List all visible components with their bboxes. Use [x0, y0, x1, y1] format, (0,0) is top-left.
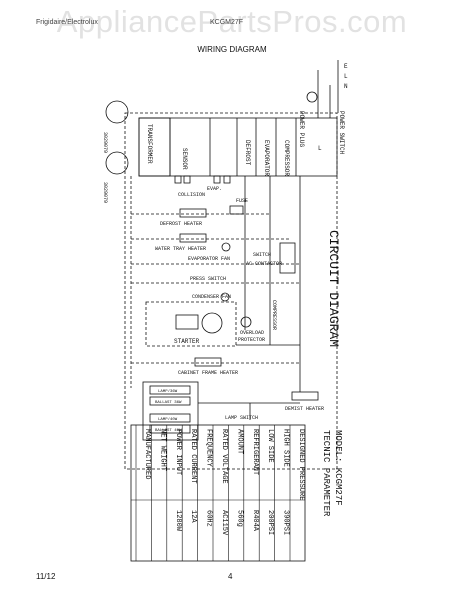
header-brand: Frigidaire/Electrolux	[36, 19, 98, 26]
param-row-value: 390PSI	[282, 510, 290, 535]
compressor-motor-label: COMPRESSOR	[271, 300, 277, 330]
compressor-label: COMPRESSOR	[283, 140, 290, 176]
param-row-label: FREQUENCY	[205, 429, 213, 468]
compressor-motor-icon	[201, 312, 223, 334]
collision-label: COLLISION	[178, 192, 205, 198]
cert-code: 3029079	[102, 182, 108, 203]
watermark: AppliancePartsPros.com	[56, 4, 408, 39]
controller-module	[138, 117, 338, 177]
defrost-label: DEFROST	[244, 140, 251, 166]
transformer-label: TRANSFORMER	[146, 124, 153, 164]
demist-heater-label: DEMIST HEATER	[285, 406, 324, 412]
param-row-value: 200PSI	[266, 510, 274, 535]
param-row-label: AMOUNT	[235, 429, 243, 454]
cabinet-frame-heater-label: CABINET FRAME HEATER	[178, 370, 238, 376]
param-row-label: NET WEIGHT	[158, 429, 166, 471]
water-tray-heater	[179, 233, 207, 243]
fuse	[229, 205, 244, 215]
model-line: MODEL: KCGM27F	[333, 430, 343, 506]
page-title: WIRING DIAGRAM	[197, 45, 267, 54]
param-row-value: 60Hz	[205, 510, 213, 527]
ballast-40w-label: BALLAST 40W	[155, 429, 182, 433]
footer-date: 11/12	[36, 572, 56, 581]
param-row-label: POWER INPUT	[174, 429, 182, 475]
param-row-label: MANUFACTURED	[143, 429, 151, 479]
condenser-fan-icon	[220, 292, 230, 302]
etl-badge-icon	[105, 151, 129, 175]
starter-label: STARTER	[174, 338, 200, 345]
ac-contactor	[279, 242, 296, 274]
footer-page: 4	[228, 572, 233, 581]
power-plug-icon	[306, 91, 318, 103]
param-row-value: AC115V	[220, 510, 228, 536]
parameter-table	[130, 424, 306, 562]
circuit-diagram-heading: CIRCUIT DIAGRAM	[326, 230, 341, 347]
condenser-fan-label: CONDENSER FAN	[192, 294, 231, 300]
demist-heater	[291, 391, 319, 401]
ac-contactor-label: AC CONTACTOR	[246, 261, 282, 267]
lamp-36w-label: LAMP/36W	[158, 389, 178, 394]
cert-code: 3029079	[102, 132, 108, 153]
circuit-frame	[124, 112, 338, 470]
power-l-label: L	[344, 73, 348, 80]
protector-label: PROTECTOR	[238, 337, 265, 343]
header-model: KCGM27F	[210, 19, 244, 26]
lamp-40w-label: LAMP/40W	[158, 417, 178, 422]
param-row-label: DESIGNED PRESSURE	[297, 429, 305, 500]
transformer-block	[138, 117, 171, 177]
evaporator-fan-icon	[221, 242, 231, 252]
power-e-label: E	[344, 63, 348, 70]
param-row-label: RATED VOLTAGE	[220, 429, 228, 484]
cabinet-frame-heater	[194, 357, 222, 367]
evaporator-label: EVAPORATOR	[263, 140, 270, 176]
power-plug-label: POWER PLUG	[298, 111, 305, 147]
param-row-label: LOW SIDE	[266, 429, 274, 463]
compressor-assembly	[145, 301, 237, 347]
lamp-ballast-group	[142, 381, 199, 441]
evaporator-fan-label: EVAPORATOR FAN	[188, 256, 230, 262]
ballast-36w-label: BALLAST 36W	[155, 401, 182, 405]
sensor-label: SENSOR	[181, 148, 188, 170]
overload-label: OVERLOAD	[240, 330, 264, 336]
line-label: L	[318, 145, 322, 152]
param-row-label: REFRIGERANT	[251, 429, 259, 475]
press-switch-label: PRESS SWITCH	[190, 276, 226, 282]
param-row-value: 1280W	[174, 510, 182, 532]
power-switch-label: POWER SWITCH	[338, 111, 345, 155]
param-row-value: R404A	[251, 510, 259, 532]
defrost-heater-label: DEFROST HEATER	[160, 221, 202, 227]
param-row-value: 12A	[189, 510, 197, 523]
param-title: TECNIC PARAMETER	[321, 430, 331, 517]
etl-badge-icon	[105, 100, 129, 124]
fuse-label: FUSE	[236, 198, 248, 204]
power-n-label: N	[344, 83, 348, 90]
evap-label: EVAP.	[207, 186, 222, 192]
switch-label: SWITCH	[253, 252, 271, 258]
param-row-value: 560g	[235, 510, 243, 527]
param-row-label: HIGH SIDE	[282, 429, 290, 467]
lamp-switch-label: LAMP SWITCH	[225, 415, 258, 421]
param-row-label: RATED CURRENT	[189, 429, 197, 484]
water-tray-heater-label: WATER TRAY HEATER	[155, 246, 206, 252]
defrost-heater	[179, 208, 207, 218]
